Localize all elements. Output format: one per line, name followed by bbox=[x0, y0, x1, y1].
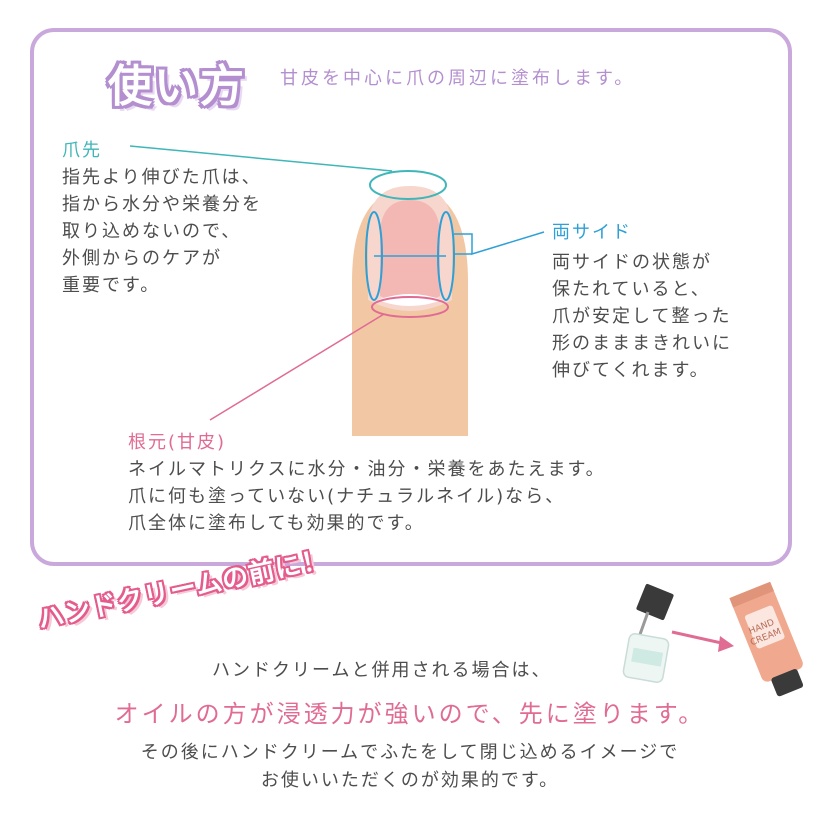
arrow-icon bbox=[671, 630, 734, 652]
page-subtitle: 甘皮を中心に爪の周辺に塗布します。 bbox=[280, 68, 636, 89]
root-description: ネイルマトリクスに水分・油分・栄養をあたえます。 爪に何も塗っていない(ナチュラ… bbox=[128, 456, 606, 537]
sides-label: 両サイド bbox=[552, 222, 632, 243]
sides-description: 両サイドの状態が 保たれていると、 爪が安定して整った 形のまままきれいに 伸び… bbox=[552, 249, 732, 384]
root-line: ネイルマトリクスに水分・油分・栄養をあたえます。 bbox=[128, 459, 606, 480]
root-marker bbox=[371, 296, 449, 318]
hand-cream-line-3: その後にハンドクリームでふたをして閉じ込めるイメージで bbox=[140, 742, 680, 763]
root-leader bbox=[209, 313, 385, 421]
sides-line: 伸びてくれます。 bbox=[552, 360, 710, 381]
sides-line: 形のまままきれいに bbox=[552, 333, 732, 354]
hand-cream-line-4: お使いいただくのが効果的です。 bbox=[260, 770, 560, 791]
page-title: 使い方 bbox=[108, 61, 246, 112]
root-line: 爪に何も塗っていない(ナチュラルネイル)なら、 bbox=[128, 486, 566, 507]
sides-line: 保たれていると、 bbox=[552, 279, 711, 300]
oil-bottle-icon bbox=[622, 584, 674, 683]
tip-line: 重要です。 bbox=[62, 275, 161, 296]
tip-leader bbox=[129, 145, 393, 172]
tip-line: 指から水分や栄養分を bbox=[62, 194, 262, 215]
tip-description: 指先より伸びた爪は、 指から水分や栄養分を 取り込めないので、 外側からのケアが… bbox=[62, 164, 262, 299]
hand-cream-line-1: ハンドクリームと併用される場合は、 bbox=[212, 660, 552, 681]
root-line: 爪全体に塗布しても効果的です。 bbox=[128, 513, 425, 534]
nail-plate bbox=[380, 200, 440, 304]
tip-label: 爪先 bbox=[62, 140, 102, 161]
tip-line: 指先より伸びた爪は、 bbox=[62, 167, 262, 188]
tip-line: 外側からのケアが bbox=[62, 248, 222, 269]
sides-line: 両サイドの状態が bbox=[552, 252, 712, 273]
tip-marker bbox=[369, 170, 447, 200]
side-bracket bbox=[454, 231, 545, 256]
root-label: 根元(甘皮) bbox=[128, 432, 227, 453]
hand-cream-emphasis: オイルの方が浸透力が強いので、先に塗ります。 bbox=[114, 700, 706, 728]
sides-line: 爪が安定して整った bbox=[552, 306, 732, 327]
tip-line: 取り込めないので、 bbox=[62, 221, 242, 242]
hand-cream-tube-icon bbox=[729, 581, 804, 697]
